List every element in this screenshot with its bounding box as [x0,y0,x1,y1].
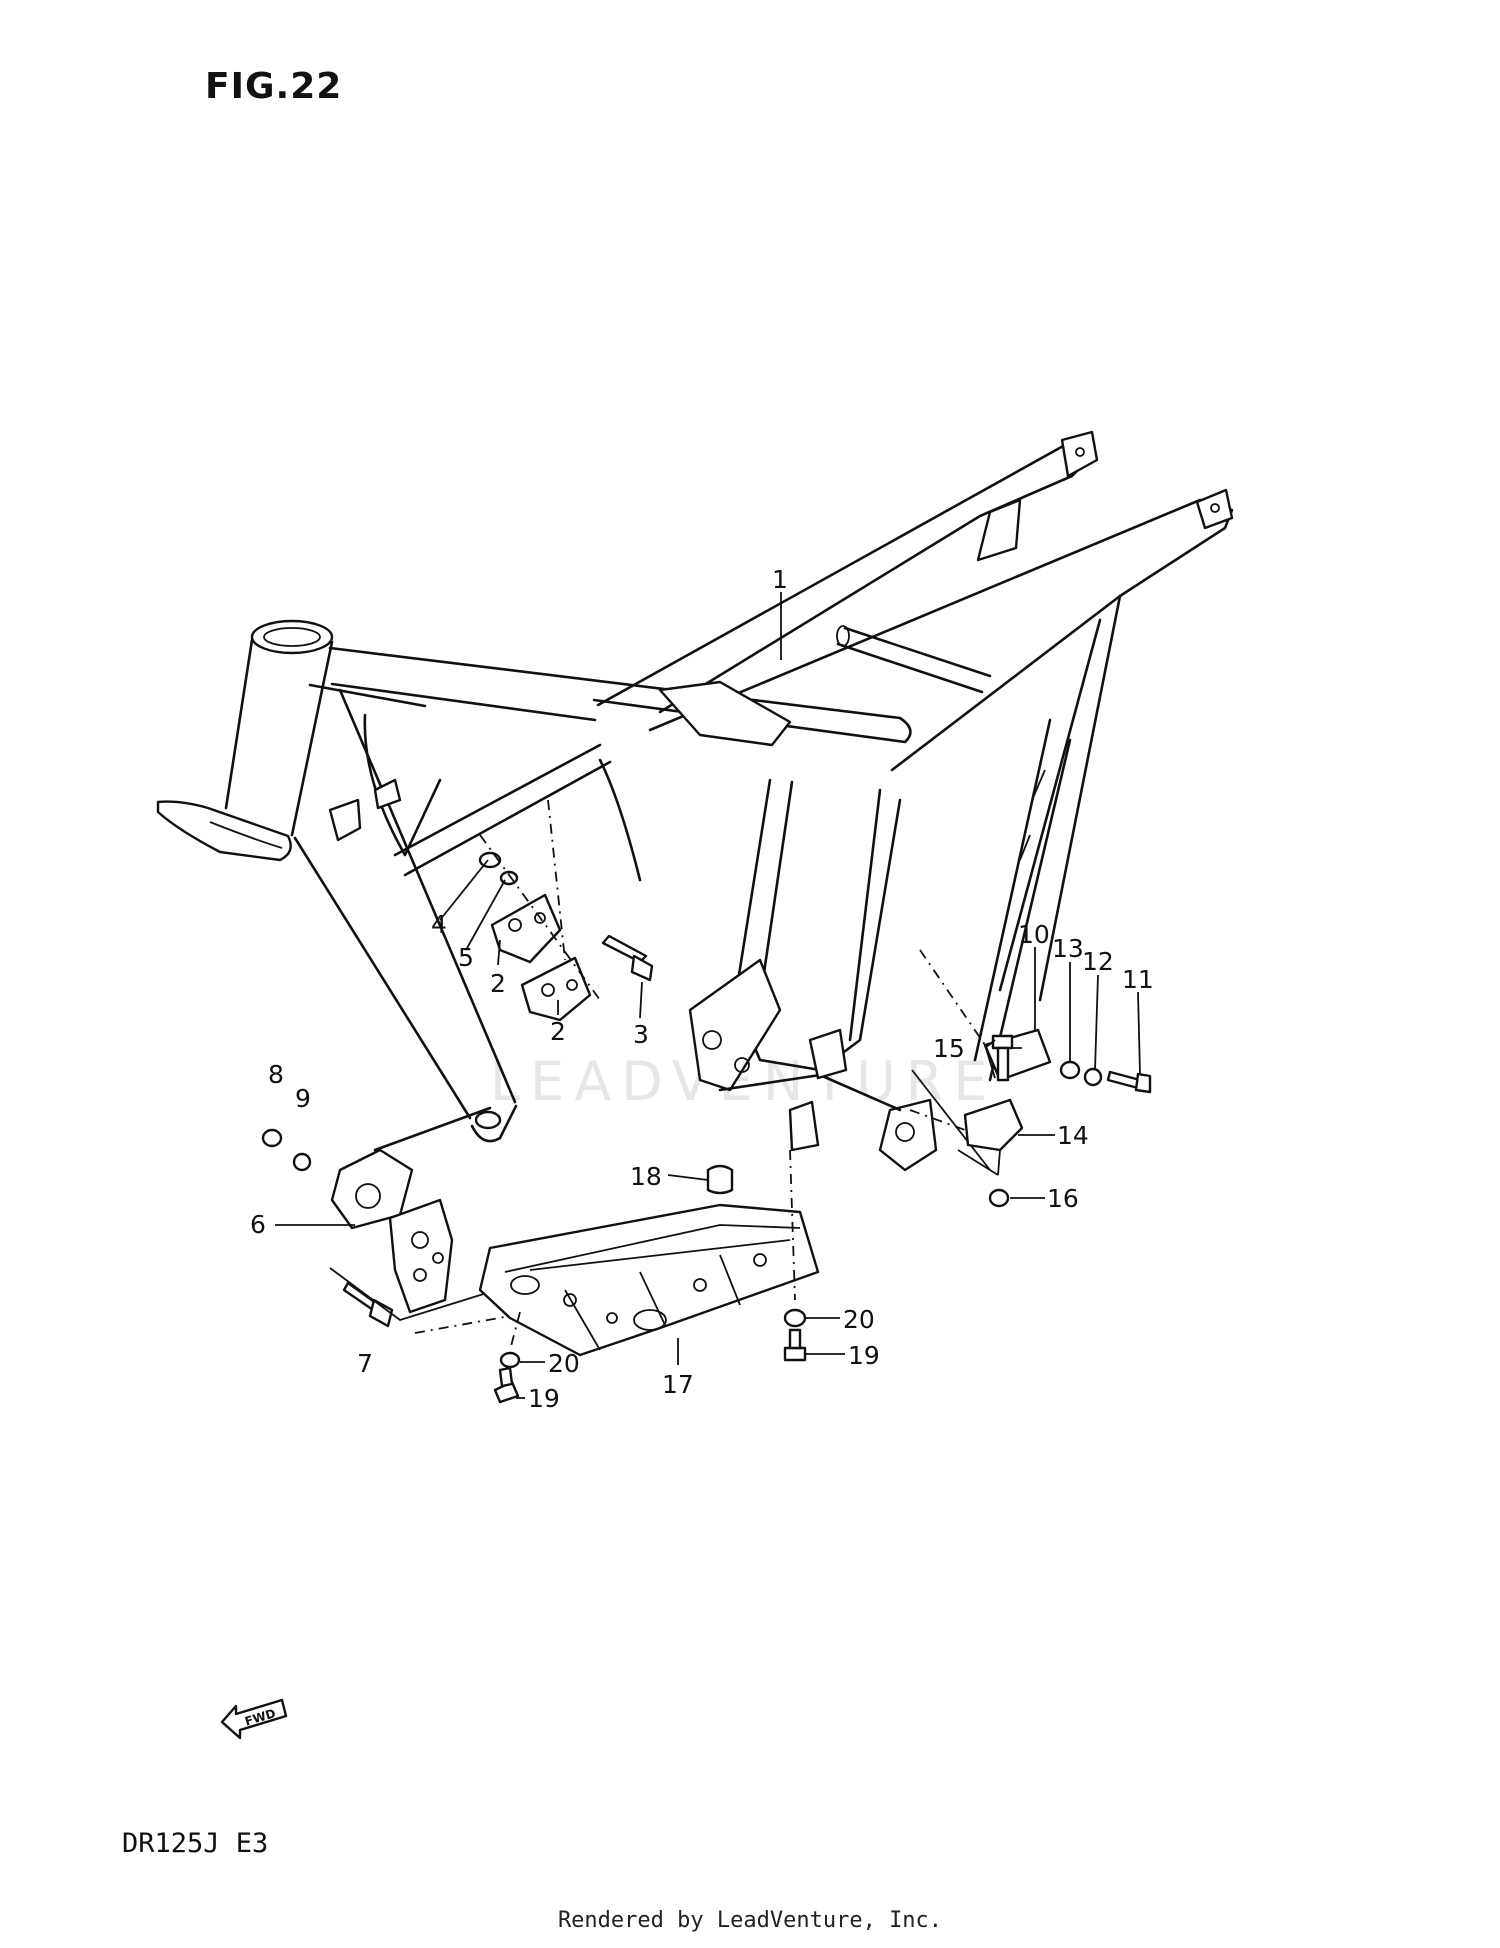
engine-mount-bracket-upper [490,893,562,964]
bolt-7-head [368,1298,394,1328]
callout-6: 6 [250,1210,266,1239]
steering-head-top [250,619,334,655]
washer-12 [1083,1067,1103,1087]
callout-18: 18 [630,1162,662,1191]
fwd-arrow-icon [220,1698,288,1740]
leader-lines [275,592,1141,1399]
callout-20-left: 20 [548,1349,580,1378]
callout-10: 10 [1018,920,1050,949]
cable-guide-tab [328,798,362,842]
render-credit: Rendered by LeadVenture, Inc. [557,1908,943,1933]
callout-3: 3 [633,1020,649,1049]
engine-mount-brackets [478,799,654,1022]
callout-2-upper: 2 [490,969,506,998]
callout-12: 12 [1082,947,1114,976]
lower-bracket [788,1100,820,1152]
seat-bracket [976,498,1022,562]
steering-stem-flange [156,800,292,862]
callout-14: 14 [1057,1121,1089,1150]
callout-8: 8 [268,1060,284,1089]
engine-mount-bracket-lower [520,956,592,1022]
engine-plate-6 [388,1198,454,1314]
rear-mount-tab-left [1060,430,1099,478]
callout-labels: 1 2 2 3 4 5 6 7 8 9 10 11 12 13 14 15 16… [250,565,1154,1413]
callout-1: 1 [772,565,788,594]
callout-13: 13 [1052,934,1084,963]
tank-mount-bracket [658,680,792,747]
model-code: DR125J E3 [122,1828,269,1859]
skid-plate-assembly [478,1149,820,1404]
callout-17: 17 [662,1370,694,1399]
figure-title: FIG.22 [205,66,343,107]
callout-7: 7 [357,1349,373,1378]
callout-11: 11 [1122,965,1154,994]
callout-19-left: 19 [528,1384,560,1413]
down-tube-end [474,1110,502,1130]
swingarm-plate-left [688,958,782,1092]
bolt-11-shank [1106,1070,1142,1090]
callout-4: 4 [431,910,447,939]
grommet-18 [706,1164,734,1195]
bolt-19-right-shank [788,1328,802,1350]
callout-5: 5 [458,943,474,972]
callout-15: 15 [933,1034,965,1063]
forward-direction-indicator: FWD [220,1698,288,1740]
mount-bolt-3-head [630,954,654,982]
washer-20-left [499,1351,521,1369]
front-lower-mount-parts [261,1128,601,1334]
rear-mount-tab-right [1195,488,1234,530]
cushion-14 [963,1098,1024,1152]
bolt-19-left-shank [498,1366,514,1388]
bolt-15-shank [996,1046,1010,1082]
frame-assembly [156,430,1234,1230]
callout-20-right: 20 [843,1305,875,1334]
washer-9 [292,1152,312,1172]
washer-20-right [783,1308,807,1328]
bolt-19-right-head [783,1346,807,1362]
swingarm-plate-right [878,1098,938,1172]
bolt-11-head [1134,1072,1152,1094]
bolt-15-head [991,1034,1014,1050]
callout-2-lower: 2 [550,1017,566,1046]
nut-16 [988,1188,1010,1208]
washer-13 [1059,1060,1081,1080]
callout-9: 9 [295,1084,311,1113]
callout-16: 16 [1047,1184,1079,1213]
callout-19-right: 19 [848,1341,880,1370]
nut-8 [261,1128,283,1148]
